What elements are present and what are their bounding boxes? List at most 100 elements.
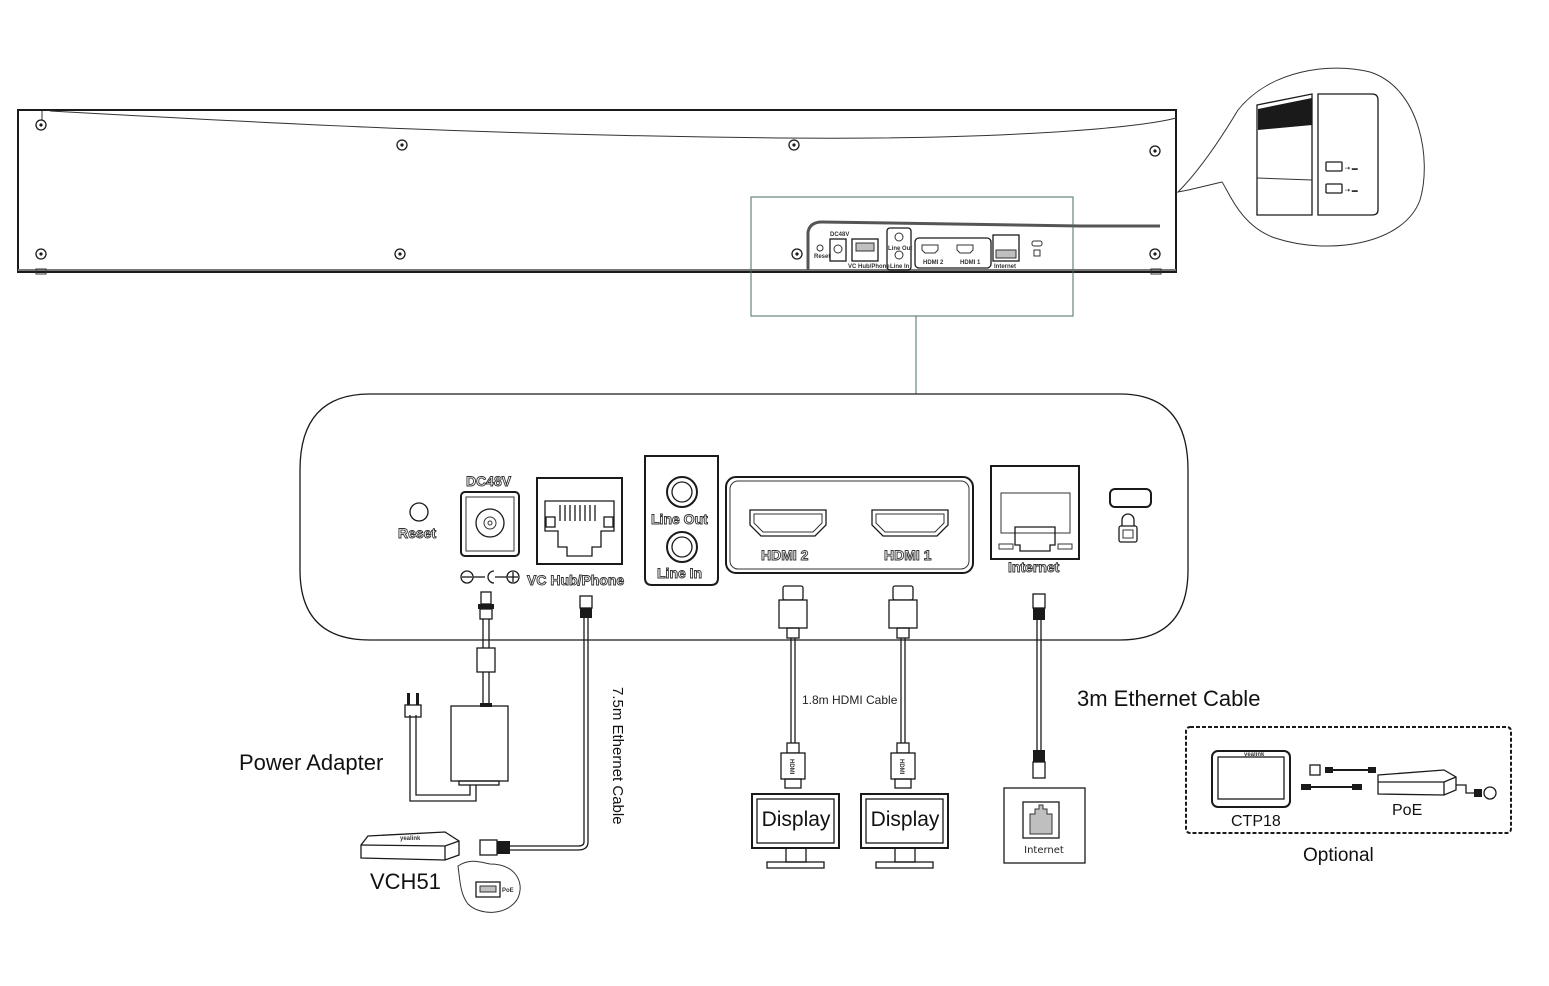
security-lock-slot[interactable] bbox=[1109, 488, 1152, 508]
line-out-label: Line Out bbox=[651, 511, 708, 527]
vch51-poe-label: PoE bbox=[502, 888, 514, 894]
hdmi-1-label: HDMI 1 bbox=[884, 547, 932, 563]
mini-hdmi-block bbox=[914, 237, 992, 269]
hdmi-block bbox=[725, 476, 974, 574]
mini-lock-icon bbox=[1033, 249, 1041, 257]
internet-label: Internet bbox=[1008, 559, 1060, 575]
line-out-port[interactable] bbox=[666, 476, 698, 508]
reset-label: Reset bbox=[398, 525, 436, 541]
plug-prong bbox=[416, 693, 419, 705]
mini-internet-port bbox=[992, 234, 1020, 262]
usb-port-1 bbox=[1325, 161, 1343, 172]
ethernet-75-label: 7.5m Ethernet Cable bbox=[609, 687, 626, 825]
side-panel-right bbox=[1317, 93, 1379, 216]
mini-line-out-label: Line Out bbox=[888, 246, 912, 252]
mini-reset-label: Reset bbox=[814, 254, 830, 260]
lock-icon bbox=[1118, 513, 1138, 543]
ctp18-label: CTP18 bbox=[1231, 813, 1281, 830]
reset-button[interactable] bbox=[409, 502, 429, 522]
dc-jack-port[interactable] bbox=[475, 508, 505, 538]
hdmi-plug-mark: HDMI bbox=[788, 759, 794, 775]
optional-dashed-box bbox=[1185, 726, 1512, 834]
vc-hub-port[interactable] bbox=[544, 500, 615, 557]
poe-injector: PoE bbox=[1377, 769, 1497, 819]
vch51-label: VCH51 bbox=[370, 869, 441, 894]
side-panel-dark-band bbox=[1258, 98, 1312, 130]
hdmi-2-label: HDMI 2 bbox=[761, 547, 809, 563]
line-in-port[interactable] bbox=[666, 531, 698, 563]
ferrite-bead bbox=[476, 647, 496, 673]
vch51-brand-mark: yealink bbox=[400, 836, 421, 842]
mini-vc-label: VC Hub/Phone bbox=[848, 264, 890, 270]
mini-internet-label: Internet bbox=[994, 264, 1016, 270]
hdmi-18-label: 1.8m HDMI Cable bbox=[802, 693, 898, 707]
internet-port-frame bbox=[990, 465, 1080, 560]
zoom-callout-box bbox=[750, 196, 1074, 317]
mini-audio-block bbox=[886, 227, 912, 271]
screw-icon bbox=[788, 139, 800, 151]
device-foot-left bbox=[35, 268, 47, 275]
audio-block bbox=[644, 455, 719, 586]
mini-port-panel: Reset DC48V VC Hub/Phone Line Out Line I… bbox=[806, 220, 1160, 271]
rear-panel-outline bbox=[299, 393, 1189, 641]
vc-hub-pins bbox=[545, 505, 614, 528]
wall-jack-port bbox=[1029, 804, 1053, 835]
ctp18-brand-mark: yealink bbox=[1244, 752, 1265, 758]
device-foot-right bbox=[1150, 268, 1162, 275]
internet-ethernet-cable: 3m Ethernet Cable bbox=[1032, 593, 1260, 779]
ctp18-panel: yealink CTP18 bbox=[1211, 750, 1291, 830]
plug-prong bbox=[407, 693, 410, 705]
mini-lock-slot bbox=[1031, 240, 1043, 247]
hdmi-2-port[interactable] bbox=[749, 509, 827, 537]
device-body-outline bbox=[17, 109, 1177, 273]
screw-icon bbox=[35, 119, 47, 131]
mini-hdmi2-label: HDMI 2 bbox=[923, 260, 944, 266]
vch51-port-bubble bbox=[457, 860, 521, 913]
screw-icons bbox=[35, 119, 1161, 260]
screw-icon bbox=[1149, 145, 1161, 157]
device-rear-view: Reset DC48V VC Hub/Phone Line Out Line I… bbox=[17, 109, 1177, 275]
device-top-curve bbox=[49, 110, 1177, 139]
vch51-hub: yealink VCH51 PoE bbox=[360, 831, 521, 913]
dc-jack-frame bbox=[460, 491, 520, 557]
usb-icon: ⇢ ▬ bbox=[1345, 166, 1358, 172]
usb-port-2 bbox=[1325, 183, 1343, 194]
vch51-poe-port bbox=[475, 881, 501, 898]
wall-jack-plate bbox=[1003, 787, 1086, 864]
poe-label: PoE bbox=[1392, 802, 1422, 819]
mini-line-in-label: Line In bbox=[890, 264, 910, 270]
internet-port[interactable] bbox=[1014, 526, 1056, 552]
vc-hub-port-frame bbox=[536, 477, 623, 565]
line-in-label: Line In bbox=[657, 565, 702, 581]
optional-cables bbox=[1301, 764, 1376, 790]
polarity-icon bbox=[460, 570, 520, 584]
power-adapter-brick bbox=[450, 705, 509, 782]
screw-icon bbox=[394, 248, 406, 260]
wall-jack-label: Internet bbox=[1024, 845, 1064, 856]
rear-panel-enlarged: Reset DC48V VC Hub/Phone Line bbox=[299, 393, 1189, 641]
usb-icon: ⇢ ▬ bbox=[1345, 188, 1358, 194]
plug-body bbox=[404, 704, 422, 718]
side-usb-inset: ⇢ ▬ ⇢ ▬ bbox=[1176, 67, 1425, 247]
hdmi-1-port[interactable] bbox=[871, 509, 949, 537]
display-2: Display bbox=[860, 793, 949, 869]
mini-hdmi2-port bbox=[921, 244, 939, 254]
mini-dc-jack bbox=[829, 238, 847, 262]
display-1: Display bbox=[751, 793, 840, 869]
optional-section: yealink CTP18 PoE Optional bbox=[1185, 726, 1512, 866]
screw-icon bbox=[1149, 248, 1161, 260]
dc-label: DC48V bbox=[466, 473, 512, 489]
mini-dc-label: DC48V bbox=[830, 232, 849, 238]
screw-icon bbox=[35, 248, 47, 260]
power-adapter-label: Power Adapter bbox=[239, 750, 383, 775]
vch51-body bbox=[360, 831, 460, 861]
hdmi-cable-1: HDMI bbox=[888, 585, 918, 789]
zoom-bubble bbox=[1176, 67, 1425, 247]
ethernet-3-label: 3m Ethernet Cable bbox=[1077, 686, 1260, 711]
vc-hub-label: VC Hub/Phone bbox=[527, 572, 624, 588]
power-cable bbox=[476, 591, 496, 707]
mini-hdmi1-port bbox=[956, 244, 974, 254]
hdmi-cable-2: HDMI bbox=[778, 585, 808, 789]
hdmi-plug-mark: HDMI bbox=[898, 759, 904, 775]
mini-hdmi1-label: HDMI 1 bbox=[960, 260, 981, 266]
